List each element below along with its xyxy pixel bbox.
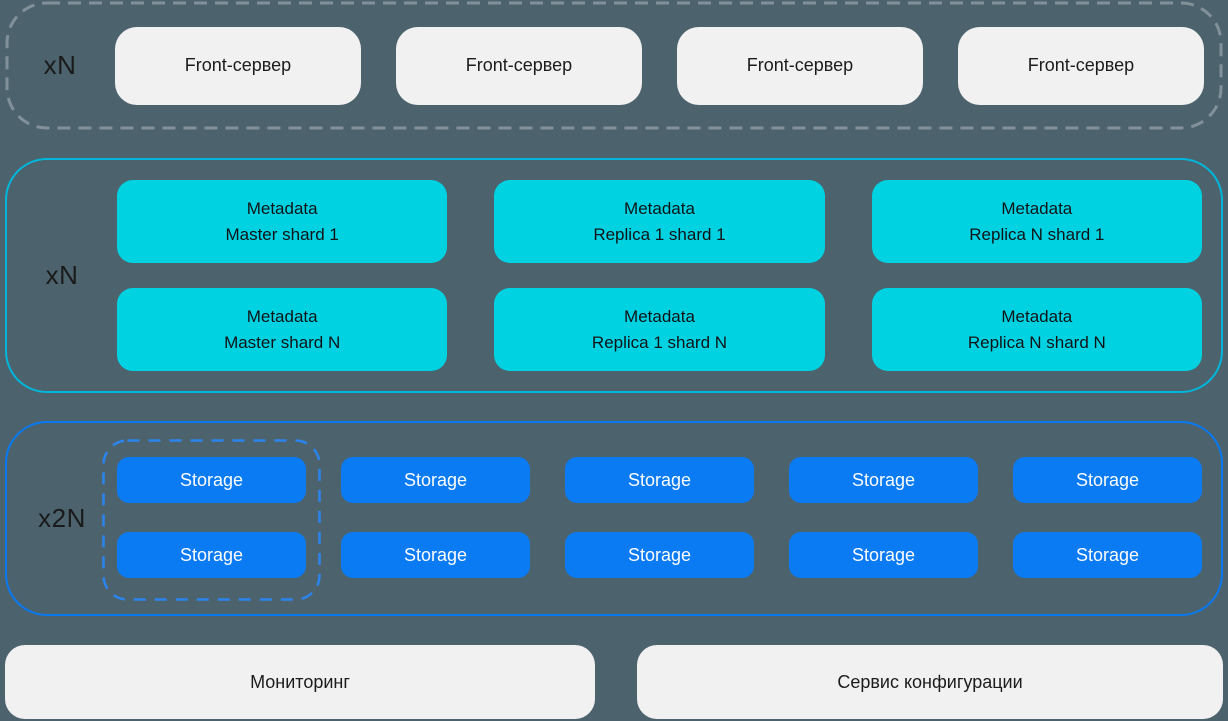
metadata-node: Metadata Replica N shard N bbox=[871, 288, 1202, 371]
metadata-node-title: Metadata bbox=[624, 307, 695, 326]
metadata-node: Metadata Replica 1 shard N bbox=[494, 288, 825, 371]
storage-node: Storage bbox=[789, 532, 978, 578]
metadata-node-title: Metadata bbox=[1001, 199, 1073, 218]
storage-node: Storage bbox=[565, 532, 754, 578]
storage-node: Storage bbox=[789, 457, 978, 503]
metadata-tier-group: xN Metadata Master shard 1 Metadata Repl… bbox=[5, 158, 1223, 393]
metadata-node-role: Replica 1 shard 1 bbox=[593, 224, 726, 244]
metadata-node: Metadata Master shard N bbox=[117, 288, 448, 371]
metadata-node-role: Replica N shard N bbox=[967, 332, 1106, 352]
metadata-node-title: Metadata bbox=[624, 199, 695, 218]
metadata-node-title: Metadata bbox=[1001, 307, 1073, 326]
front-tier-dashed-outline bbox=[5, 1, 1223, 130]
storage-node: Storage bbox=[341, 457, 530, 503]
storage-node: Storage bbox=[1013, 457, 1202, 503]
front-server-node: Front-сервер bbox=[958, 26, 1204, 105]
metadata-node-role: Master shard 1 bbox=[225, 224, 339, 244]
front-server-row: Front-сервер Front-сервер Front-сервер F… bbox=[115, 26, 1223, 105]
front-server-node: Front-сервер bbox=[115, 26, 361, 105]
monitoring-node: Мониторинг bbox=[5, 645, 595, 719]
tier-multiplier-label: x2N bbox=[38, 503, 86, 533]
metadata-node-grid: Metadata Master shard 1 Metadata Replica… bbox=[117, 158, 1221, 393]
metadata-node-role: Replica N shard 1 bbox=[969, 224, 1105, 244]
storage-node: Storage bbox=[117, 457, 306, 503]
metadata-node-title: Metadata bbox=[246, 199, 318, 218]
metadata-node-title: Metadata bbox=[246, 307, 318, 326]
front-tier-group: xN Front-сервер Front-сервер Front-серве… bbox=[5, 1, 1223, 130]
storage-node: Storage bbox=[565, 457, 754, 503]
config-service-node: Сервис конфигурации bbox=[637, 645, 1223, 719]
metadata-node: Metadata Replica 1 shard 1 bbox=[494, 180, 825, 263]
storage-node-grid: Storage Storage Storage Storage Storage … bbox=[117, 421, 1221, 616]
storage-tier-group: x2N Storage Storage Storage Storage Stor… bbox=[5, 421, 1223, 616]
front-server-node: Front-сервер bbox=[677, 26, 923, 105]
metadata-node: Metadata Replica N shard 1 bbox=[871, 180, 1202, 263]
metadata-node: Metadata Master shard 1 bbox=[117, 180, 448, 263]
tier-multiplier-label: xN bbox=[45, 260, 79, 290]
storage-node: Storage bbox=[1013, 532, 1202, 578]
storage-node: Storage bbox=[117, 532, 306, 578]
tier-multiplier-label: xN bbox=[43, 50, 77, 80]
metadata-node-role: Replica 1 shard N bbox=[591, 332, 728, 352]
metadata-node-role: Master shard N bbox=[224, 332, 341, 352]
front-server-node: Front-сервер bbox=[396, 26, 642, 105]
storage-node: Storage bbox=[341, 532, 530, 578]
